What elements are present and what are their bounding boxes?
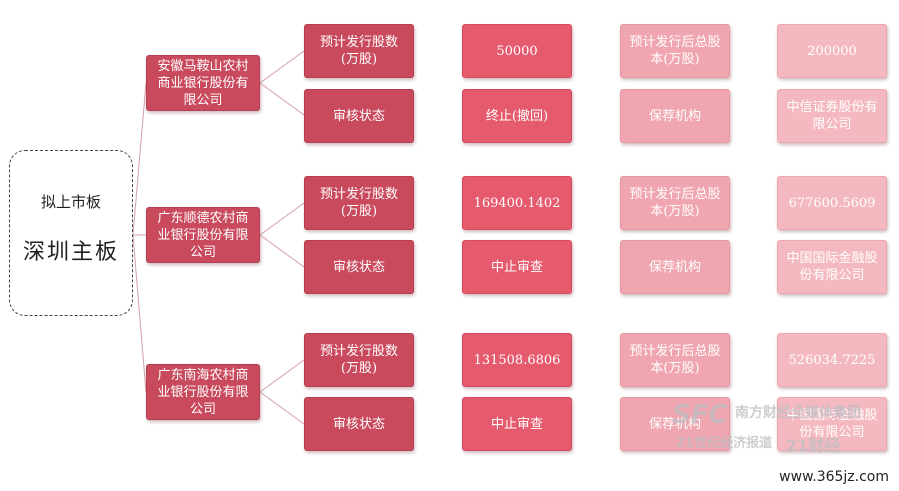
footer-url: www.365jz.com (779, 469, 889, 485)
shares-value: 50000 (462, 24, 572, 78)
root-node: 拟上市板 深圳主板 (9, 150, 133, 316)
shares-value: 131508.6806 (462, 333, 572, 387)
total-shares-label: 预计发行后总股本(万股) (620, 333, 730, 387)
sponsor-label: 保荐机构 (620, 397, 730, 451)
sponsor-value: 中国国际金融股份有限公司 (777, 397, 887, 451)
review-status-value: 终止(撤回) (462, 89, 572, 143)
total-shares-value: 677600.5609 (777, 176, 887, 230)
root-label-board: 深圳主板 (22, 240, 119, 265)
total-shares-label: 预计发行后总股本(万股) (620, 176, 730, 230)
total-shares-value: 200000 (777, 24, 887, 78)
review-status-label: 审核状态 (304, 397, 414, 451)
watermark-group: 南方财经全媒体集团 (735, 405, 861, 421)
shares-label: 预计发行股数(万股) (304, 176, 414, 230)
bank-node: 广东南海农村商业银行股份有限公司 (146, 364, 260, 420)
review-status-label: 审核状态 (304, 89, 414, 143)
shares-value: 169400.1402 (462, 176, 572, 230)
shares-label: 预计发行股数(万股) (304, 24, 414, 78)
review-status-label: 审核状态 (304, 240, 414, 294)
sponsor-label: 保荐机构 (620, 89, 730, 143)
review-status-value: 中止审查 (462, 240, 572, 294)
bank-node: 广东顺德农村商业银行股份有限公司 (146, 207, 260, 263)
total-shares-value: 526034.7225 (777, 333, 887, 387)
watermark-paper: 21世纪经济报道 (676, 436, 773, 451)
sponsor-label: 保荐机构 (620, 240, 730, 294)
bank-node: 安徽马鞍山农村商业银行股份有限公司 (146, 55, 260, 111)
sponsor-value: 中国国际金融股份有限公司 (777, 240, 887, 294)
root-label-board-type: 拟上市板 (40, 193, 101, 211)
total-shares-label: 预计发行后总股本(万股) (620, 24, 730, 78)
shares-label: 预计发行股数(万股) (304, 333, 414, 387)
watermark-brand: SFC (672, 400, 728, 430)
sponsor-value: 中信证券股份有限公司 (777, 89, 887, 143)
watermark-app: 21财经 (786, 436, 841, 455)
review-status-value: 中止审查 (462, 397, 572, 451)
